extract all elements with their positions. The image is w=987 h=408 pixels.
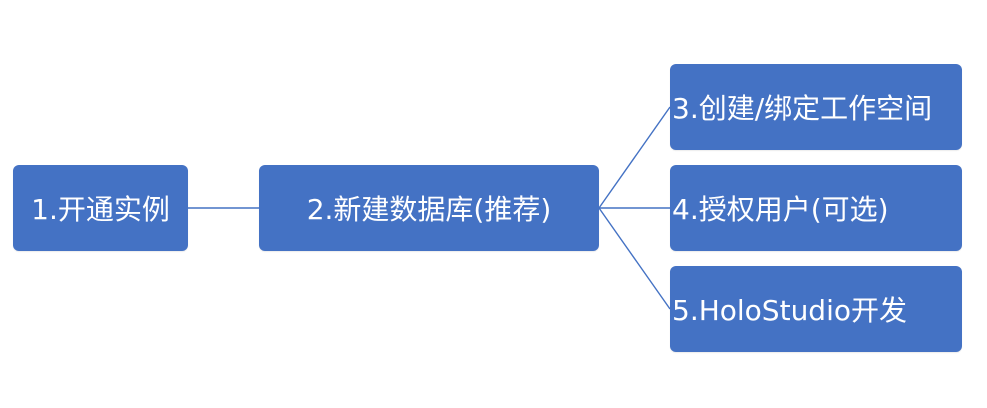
step-1-label: 1.开通实例 [31,193,170,226]
step-4-label: 4.授权用户(可选) [672,193,889,226]
step-2-node: 2.新建数据库(推荐) [259,165,599,251]
connector-step2-step5 [598,207,671,310]
step-1-node: 1.开通实例 [13,165,188,251]
step-2-label: 2.新建数据库(推荐) [306,193,552,226]
step-5-node: 5.HoloStudio开发 [670,266,962,352]
step-3-node: 3.创建/绑定工作空间 [670,64,962,150]
step-3-label: 3.创建/绑定工作空间 [672,92,933,125]
connector-step2-step3 [598,106,671,209]
step-4-node: 4.授权用户(可选) [670,165,962,251]
step-5-label: 5.HoloStudio开发 [672,294,907,327]
